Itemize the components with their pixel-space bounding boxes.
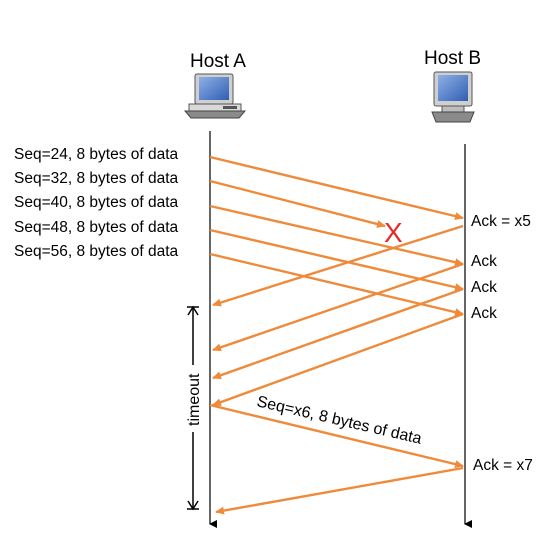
segment-label: Seq=32, 8 bytes of data xyxy=(14,170,179,187)
segment-label: Seq=40, 8 bytes of data xyxy=(14,194,179,211)
timeout-bracket xyxy=(187,305,199,511)
ack-label: Ack = x5 xyxy=(471,213,531,230)
host-a-title: Host A xyxy=(190,51,246,72)
segment-arrow xyxy=(209,155,464,221)
desktop-computer-icon xyxy=(183,73,247,119)
ack-label: Ack xyxy=(471,253,497,270)
ack-arrow xyxy=(212,287,464,380)
segment-label: Seq=24, 8 bytes of data xyxy=(14,146,179,163)
loss-marker: X xyxy=(384,217,403,248)
retransmission-label: Seq=x6, 8 bytes of data xyxy=(255,393,423,448)
ack-label: Ack xyxy=(471,279,497,296)
segment-label: Seq=56, 8 bytes of data xyxy=(14,243,179,260)
desktop-computer-icon xyxy=(431,71,475,123)
segment-arrow xyxy=(209,252,464,317)
host-b-title: Host B xyxy=(424,48,481,69)
ack-arrow xyxy=(212,262,464,352)
segment-arrow xyxy=(209,204,464,267)
final-ack-arrow xyxy=(215,466,464,515)
ack-label: Ack xyxy=(471,305,497,322)
segment-arrow xyxy=(209,179,386,228)
ack-arrow xyxy=(212,312,464,407)
segment-label: Seq=48, 8 bytes of data xyxy=(14,219,179,236)
ack-arrow xyxy=(212,224,464,307)
timeout-label: timeout xyxy=(186,373,203,426)
retransmission-arrow xyxy=(209,403,464,469)
ack-label: Ack = x7 xyxy=(473,457,533,474)
